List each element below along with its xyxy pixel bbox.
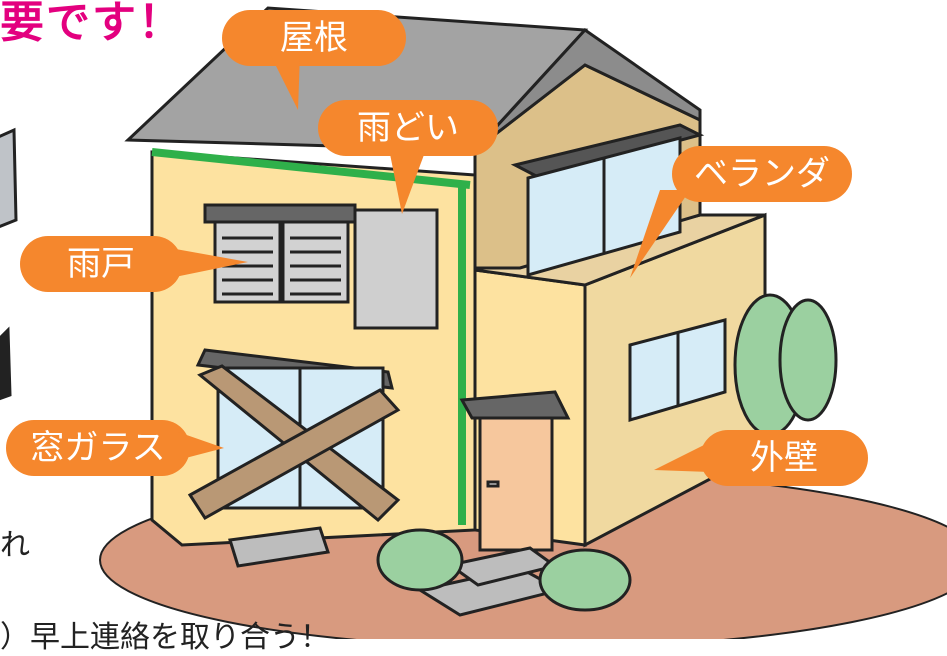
entrance — [459, 390, 571, 552]
callout-shutter-tail — [170, 248, 248, 278]
upper-right-block — [473, 63, 705, 277]
callout-roof-label: 屋根 — [222, 10, 406, 66]
callout-gutter-label: 雨どい — [318, 100, 498, 156]
entrance-steps — [228, 526, 565, 617]
left-edge-fragment — [0, 127, 18, 401]
taped-window — [187, 348, 401, 523]
house-illustration — [0, 6, 947, 639]
side-text-line2: ）早上連絡を取り合う！ — [0, 620, 330, 655]
callout-veranda-label: ベランダ — [672, 146, 852, 202]
callout-window-glass-tail — [178, 432, 224, 460]
side-text-line1: れ — [0, 528, 30, 563]
callout-outer-wall-label: 外壁 — [700, 430, 868, 486]
callout-veranda-tail — [630, 190, 690, 278]
side-window — [628, 318, 727, 423]
page-heading: 要です！ — [0, 0, 184, 48]
callout-shutter-label: 雨戸 — [20, 236, 182, 292]
storm-shutters — [203, 203, 439, 330]
shrubs — [376, 293, 838, 612]
callout-roof-tail — [270, 54, 300, 110]
callout-outer-wall-tail — [654, 442, 710, 472]
callout-window-glass-label: 窓ガラス — [6, 420, 190, 476]
rain-gutter — [151, 148, 471, 525]
callout-gutter-tail — [388, 144, 428, 214]
